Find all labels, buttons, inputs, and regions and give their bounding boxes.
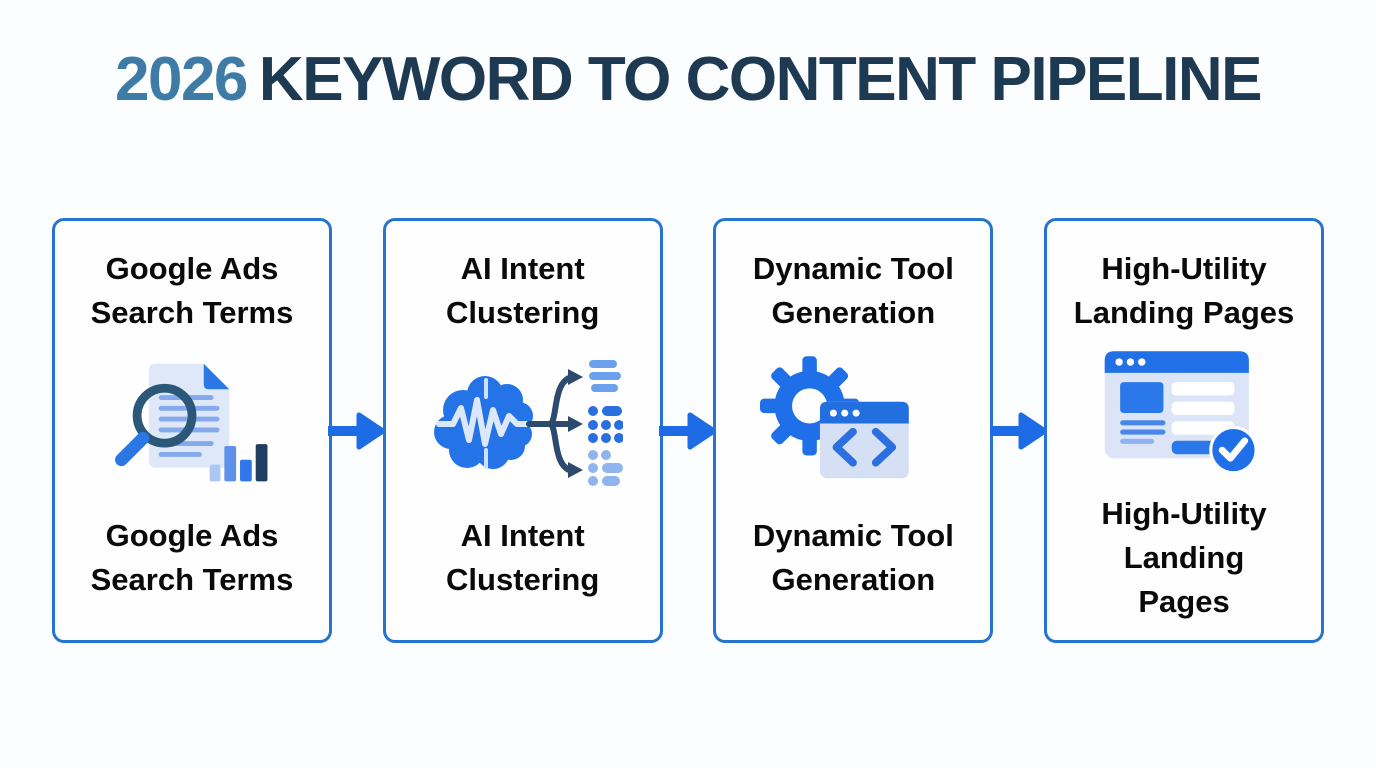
label-line: Landing Pages bbox=[1073, 295, 1295, 331]
connector-3 bbox=[989, 405, 1048, 457]
landing-page-check-icon bbox=[1104, 351, 1258, 475]
step-box-google-ads-search-terms: Google Ads Search Terms bbox=[52, 218, 332, 643]
label-line: Generation bbox=[771, 295, 936, 331]
search-document-chart-icon bbox=[115, 363, 268, 482]
label-line: Clustering bbox=[446, 561, 600, 597]
flow-arrow-icon bbox=[659, 412, 717, 449]
label-line: AI Intent bbox=[460, 251, 585, 286]
label-line: Google Ads bbox=[105, 517, 279, 553]
flow-arrow-icon bbox=[989, 412, 1048, 449]
step-icon-wrap bbox=[94, 335, 290, 514]
step-icon-wrap bbox=[760, 335, 946, 514]
pipeline-row: Google Ads Search Terms bbox=[52, 218, 1325, 643]
step-box-dynamic-tool-generation: Dynamic Tool Generation bbox=[713, 218, 994, 643]
brain-clustering-icon bbox=[433, 359, 623, 486]
title-year: 2026 bbox=[114, 45, 248, 114]
label-line: Google Ads bbox=[105, 251, 279, 286]
step-label-bottom: High-Utility Landing Pages bbox=[1101, 492, 1266, 624]
step-icon-wrap bbox=[423, 335, 623, 514]
label-line: Generation bbox=[771, 561, 936, 597]
step-label-bottom: Dynamic Tool Generation bbox=[753, 514, 954, 602]
label-line: Dynamic Tool bbox=[752, 517, 954, 553]
step-box-high-utility-landing-pages: High-Utility Landing Pages bbox=[1044, 218, 1325, 643]
label-line: Landing bbox=[1123, 539, 1245, 575]
label-line: Dynamic Tool bbox=[752, 251, 954, 286]
connector-2 bbox=[659, 405, 717, 457]
gear-code-window-icon bbox=[760, 356, 910, 479]
title-text: KEYWORD TO CONTENT PIPELINE bbox=[258, 45, 1263, 114]
flow-arrow-icon bbox=[328, 412, 386, 449]
label-line: AI Intent bbox=[460, 517, 585, 553]
step-box-ai-intent-clustering: AI Intent Clustering bbox=[382, 218, 663, 643]
step-title-top: AI Intent Clustering bbox=[446, 247, 599, 335]
label-line: High-Utility bbox=[1101, 495, 1267, 531]
step-label-bottom: Google Ads Search Terms bbox=[91, 514, 294, 602]
label-line: Search Terms bbox=[90, 295, 294, 331]
step-title-top: High-Utility Landing Pages bbox=[1074, 247, 1294, 335]
label-line: Pages bbox=[1138, 583, 1230, 619]
connector-1 bbox=[328, 405, 386, 457]
step-label-bottom: AI Intent Clustering bbox=[446, 514, 599, 602]
step-title-top: Dynamic Tool Generation bbox=[753, 247, 954, 335]
label-line: High-Utility bbox=[1101, 251, 1267, 286]
label-line: Clustering bbox=[446, 295, 600, 331]
step-title-top: Google Ads Search Terms bbox=[91, 247, 294, 335]
label-line: Search Terms bbox=[90, 561, 294, 597]
step-icon-wrap bbox=[1091, 335, 1277, 492]
